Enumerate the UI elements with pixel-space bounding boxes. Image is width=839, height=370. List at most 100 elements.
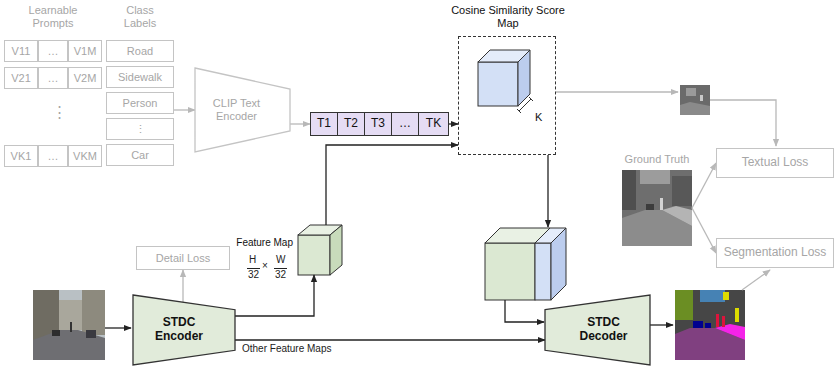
label-group: Learnable PromptsV11 … V1M V21 … V2M VK1 … VKM	[4, 4, 102, 170]
ground-truth-picture	[660, 198, 663, 210]
text-embedding: T1	[310, 112, 338, 136]
ground-truth-picture	[672, 176, 692, 206]
connector-arrow	[235, 275, 314, 316]
ground-truth-picture	[662, 206, 692, 226]
ground-truth-picture	[640, 170, 670, 184]
concatenated-cube	[551, 228, 566, 300]
score-map-cube	[478, 62, 518, 106]
node-text: T2	[344, 117, 358, 131]
connector-arrow	[692, 208, 716, 253]
node-text: ⋮	[135, 123, 146, 136]
dimension-bracket	[517, 97, 533, 113]
score-map-cube	[518, 50, 530, 106]
connector-arrow	[326, 145, 458, 225]
feature-map-cube	[298, 225, 342, 275]
node-text: TK	[426, 117, 441, 131]
connector-label: Other Feature Maps	[241, 344, 332, 354]
loss-box: Segmentation Loss	[716, 238, 834, 268]
segmentation-output	[705, 323, 711, 328]
node-text: STDC Encoder	[148, 316, 210, 344]
token-cell: ⋮	[106, 118, 174, 140]
connector-arrow	[235, 339, 545, 340]
dimension-bracket	[517, 97, 533, 113]
node-text: Cosine Similarity Score Map	[447, 4, 569, 29]
loss-box: Detail Loss	[136, 246, 230, 270]
segmentation-output	[716, 314, 719, 327]
token-cell: V1M	[68, 40, 102, 62]
segmentation-output	[722, 316, 725, 327]
token-cell: V2M	[68, 67, 102, 89]
node-text: Sidewalk	[118, 71, 162, 84]
segmentation-output	[723, 292, 729, 300]
segmentation-output	[735, 308, 739, 322]
segmentation-output	[693, 321, 703, 328]
decoder-block: STDC Decoder	[545, 295, 650, 365]
token-cell: Person	[106, 92, 174, 114]
text-embedding: T2	[337, 112, 365, 136]
loss-box: Textual Loss	[716, 148, 834, 178]
token-cell: V11	[4, 40, 38, 62]
ellipsis-mark: ⋮	[52, 104, 67, 119]
token-cell: …	[38, 145, 68, 167]
node-text: Person	[123, 97, 158, 110]
node-text: Feature Map	[236, 237, 293, 249]
score-map-thumbnail	[686, 88, 696, 96]
segmentation-output	[675, 290, 693, 320]
input-photo	[52, 330, 60, 336]
node-text: Segmentation Loss	[724, 246, 827, 260]
token-cell: Car	[106, 144, 174, 166]
flow-arrow	[505, 300, 544, 322]
block-outline	[133, 295, 235, 365]
token-cell: V21	[4, 67, 38, 89]
segmentation-output	[700, 290, 725, 302]
ground-truth-image: Ground Truth	[622, 170, 692, 246]
flow-arrow	[105, 327, 131, 328]
input-photo	[33, 290, 105, 360]
input-photo	[33, 290, 105, 360]
score-map-thumbnail	[680, 85, 710, 115]
flow-arrow	[105, 155, 673, 328]
text-embedding: T3	[364, 112, 392, 136]
token-cell: VKM	[68, 145, 102, 167]
text-embedding: TK	[418, 112, 449, 136]
node-text: VK1	[11, 150, 32, 163]
dimension-text: W	[276, 255, 285, 265]
token-cell: Sidewalk	[106, 66, 174, 88]
input-photo	[33, 330, 105, 360]
score-map-cube	[478, 50, 530, 106]
node-text: Textual Loss	[742, 156, 809, 170]
connector-arrow	[449, 123, 458, 124]
node-text: Car	[131, 149, 149, 162]
text-encoder: CLIP Text Encoder	[195, 68, 290, 152]
node-text: Class Labels	[115, 4, 165, 29]
loss-arrow	[742, 270, 770, 290]
fraction-bar	[274, 268, 287, 269]
concatenated-cube	[535, 243, 551, 300]
node-text: STDC Decoder	[573, 316, 635, 344]
loss-arrow	[556, 91, 678, 92]
input-photo	[86, 330, 96, 338]
node-text: …	[399, 117, 411, 131]
dimension-text: H	[249, 255, 256, 265]
node-text: K	[535, 111, 542, 124]
dimension-text: ×	[262, 261, 268, 271]
dimension-text: 32	[248, 270, 259, 280]
node-text: Learnable Prompts	[18, 4, 88, 29]
node-text: V21	[11, 72, 31, 85]
segmentation-output	[675, 290, 745, 360]
ground-truth-picture	[622, 170, 692, 246]
node-text: VKM	[73, 150, 97, 163]
ground-truth-picture	[622, 170, 692, 246]
connector-arrow	[182, 270, 183, 303]
ground-truth-picture	[646, 204, 654, 210]
connector-arrow	[290, 123, 310, 124]
node-text: …	[48, 45, 59, 58]
score-map-thumbnail	[700, 95, 703, 101]
concatenated-cube	[485, 243, 535, 300]
dimension-text: 32	[275, 270, 286, 280]
input-photo	[70, 322, 72, 332]
score-map-thumbnail	[680, 102, 710, 115]
node-text: T3	[371, 117, 385, 131]
node-text: …	[48, 72, 59, 85]
score-map-thumbnail	[680, 85, 710, 115]
